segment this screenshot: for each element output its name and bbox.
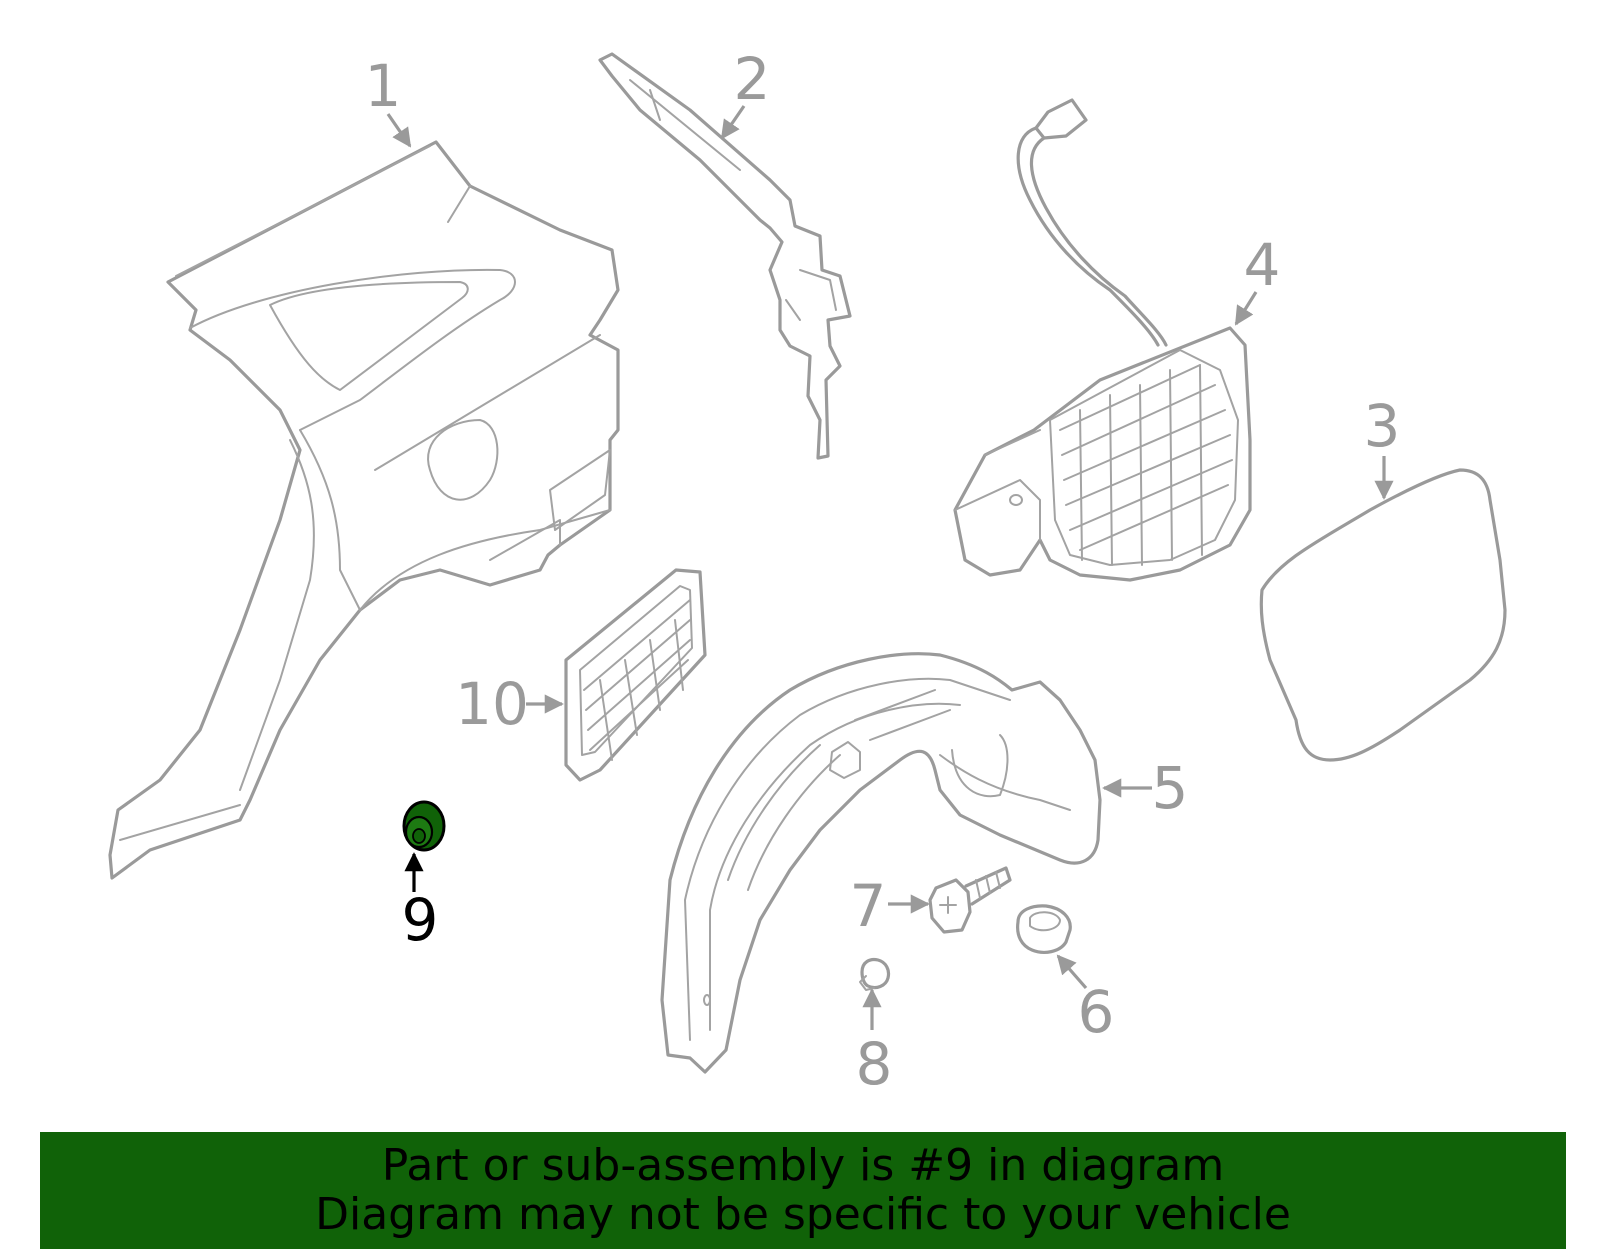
callout-1-label: 1	[365, 52, 402, 120]
part-7-screw	[928, 866, 1012, 934]
callout-6-arrow	[1056, 954, 1088, 990]
callout-1-arrow	[386, 113, 412, 148]
callout-5-label: 5	[1152, 754, 1189, 822]
callout-2-arrow	[720, 105, 746, 140]
callout-4-label: 4	[1244, 231, 1281, 299]
part-10-vent-grille	[564, 568, 707, 782]
callout-2-label: 2	[734, 45, 771, 113]
callout-10-label: 10	[455, 670, 529, 738]
callout-7-label: 7	[850, 872, 887, 940]
parts-diagram: 1 2 3 4 5 6 7 8 9 10	[108, 45, 1507, 1098]
info-banner: Part or sub-assembly is #9 in diagram Di…	[40, 1132, 1566, 1249]
banner-line-2: Diagram may not be specific to your vehi…	[315, 1189, 1291, 1240]
part-9-nut-highlighted	[402, 800, 446, 852]
part-3-fuel-door	[1259, 468, 1507, 762]
part-5-wheel-liner	[660, 652, 1102, 1074]
part-4-fuel-filler-housing	[953, 98, 1252, 582]
callout-4-arrow	[1234, 291, 1258, 326]
banner-line-1: Part or sub-assembly is #9 in diagram	[381, 1140, 1225, 1191]
part-2-bracket	[598, 52, 852, 460]
part-1-quarter-panel	[108, 140, 620, 880]
callout-6-label: 6	[1078, 978, 1115, 1046]
callout-8-label: 8	[856, 1030, 893, 1098]
part-8-clip	[859, 957, 891, 991]
callout-3-label: 3	[1364, 392, 1401, 460]
part-6-nut	[1016, 904, 1072, 954]
callout-9-label: 9	[402, 886, 439, 954]
